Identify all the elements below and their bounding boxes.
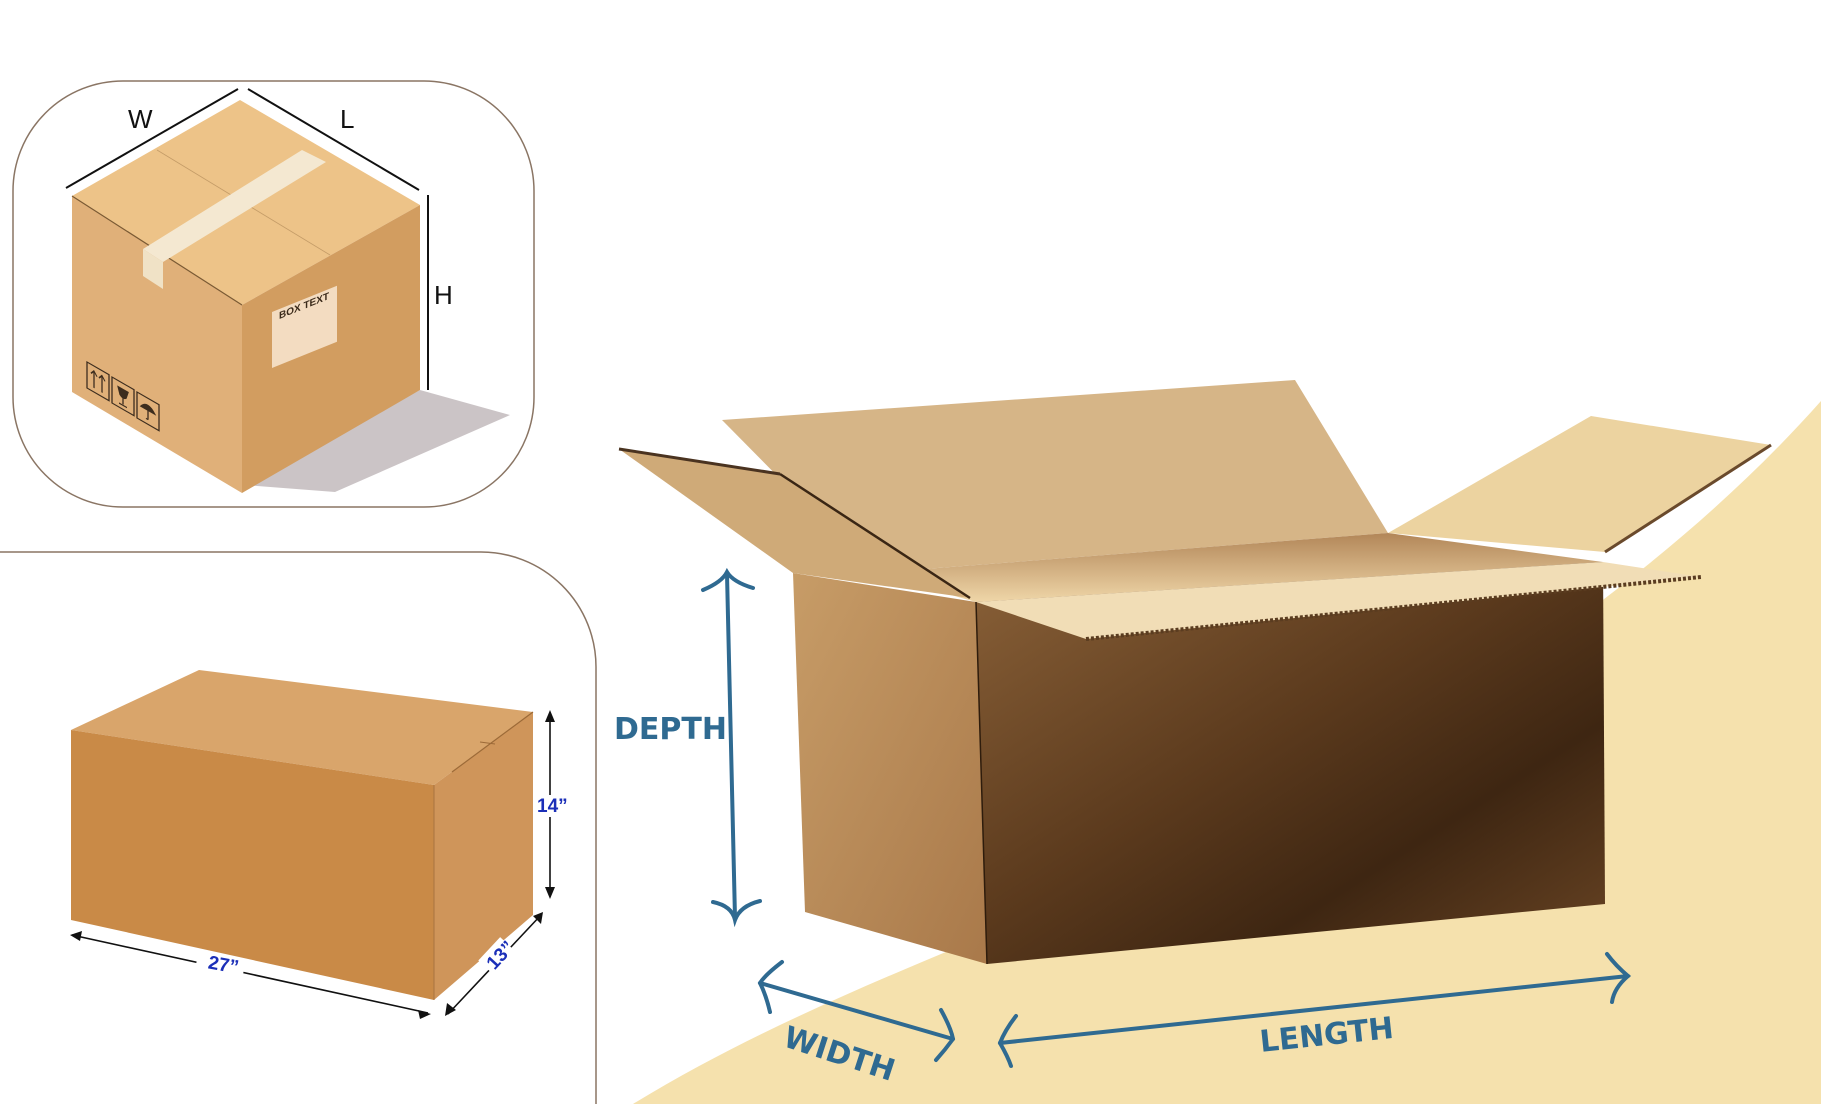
measured-height-label: 14”: [537, 796, 568, 817]
depth-label: DEPTH: [614, 712, 727, 747]
measured-box-top: [71, 670, 533, 785]
front-flap: [976, 562, 1701, 639]
iso-box-left: [72, 196, 242, 493]
handling-icons: [86, 360, 160, 432]
depth-arrow: [701, 567, 762, 928]
measured-box-front: [71, 730, 434, 1000]
iso-width-label: W: [128, 104, 153, 134]
left-flap: [619, 449, 970, 598]
width-arrow: [757, 960, 956, 1062]
box-front: [976, 562, 1605, 964]
measured-box-right: [434, 712, 533, 1000]
fragile-glass-icon: [111, 375, 135, 417]
box-interior: [873, 533, 1603, 602]
this-side-up-icon: [86, 360, 110, 402]
packing-tape: [143, 150, 326, 262]
iso-height-label: H: [434, 280, 453, 310]
keep-dry-umbrella-icon: [136, 390, 160, 432]
iso-length-label: L: [340, 104, 355, 134]
box-left-side: [793, 573, 987, 964]
right-flap: [1388, 416, 1771, 552]
shipping-label-sticker: [272, 285, 337, 368]
iso-box-right: [242, 205, 420, 493]
back-flap: [722, 380, 1388, 573]
length-arrow: [997, 952, 1632, 1068]
